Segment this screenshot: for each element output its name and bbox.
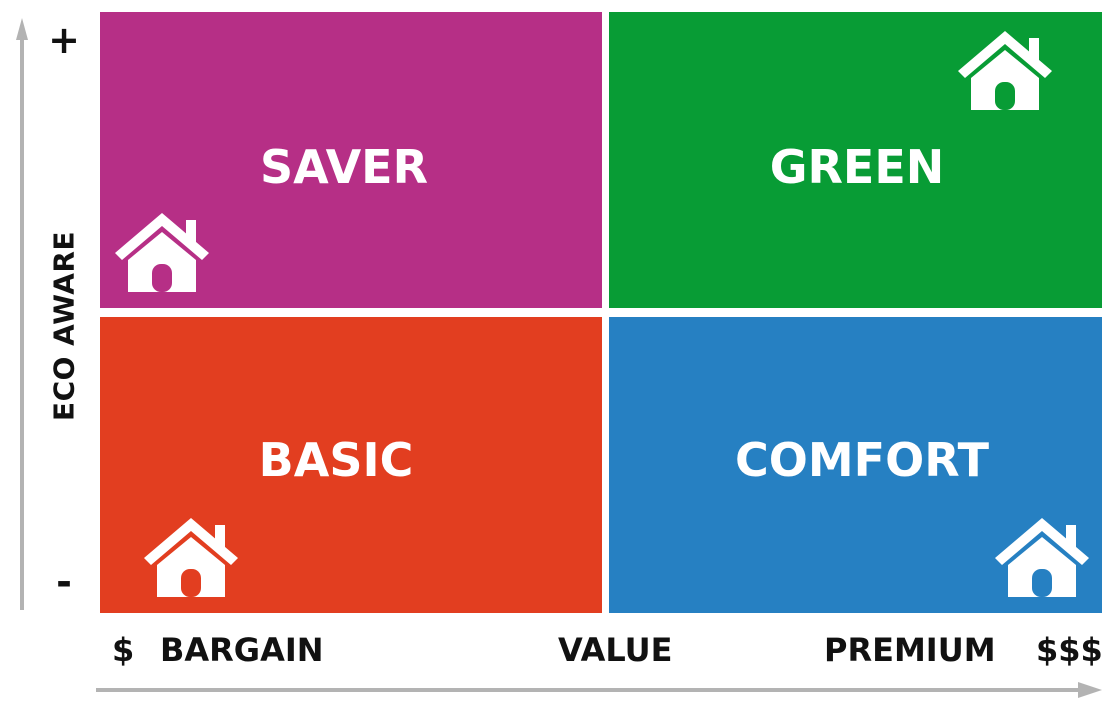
x-axis-mid-label: VALUE	[558, 631, 673, 669]
quadrant-saver-label: SAVER	[259, 140, 429, 194]
x-axis-low-label: BARGAIN	[160, 631, 324, 669]
quadrant-basic: BASIC	[100, 317, 602, 613]
x-axis-high-symbol: $$$	[1036, 631, 1102, 669]
house-icon	[115, 213, 209, 292]
x-axis-arrow	[96, 682, 1102, 698]
quadrant-comfort: COMFORT	[609, 317, 1102, 613]
y-axis-label: ECO AWARE	[47, 230, 81, 422]
house-icon	[144, 518, 238, 597]
y-axis-top-marker: +	[48, 18, 80, 62]
quadrant-green-label: GREEN	[769, 140, 945, 194]
y-axis-bottom-marker: -	[56, 560, 72, 604]
x-axis-high-label: PREMIUM	[824, 631, 996, 669]
house-icon	[958, 31, 1052, 110]
quadrant-comfort-label: COMFORT	[735, 433, 989, 487]
quadrant-basic-label: BASIC	[258, 433, 414, 487]
y-axis-arrow	[16, 18, 28, 610]
quadrant-green: GREEN	[609, 12, 1102, 308]
house-icon	[995, 518, 1089, 597]
quadrant-saver: SAVER	[100, 12, 602, 308]
x-axis-low-symbol: $	[112, 631, 135, 669]
